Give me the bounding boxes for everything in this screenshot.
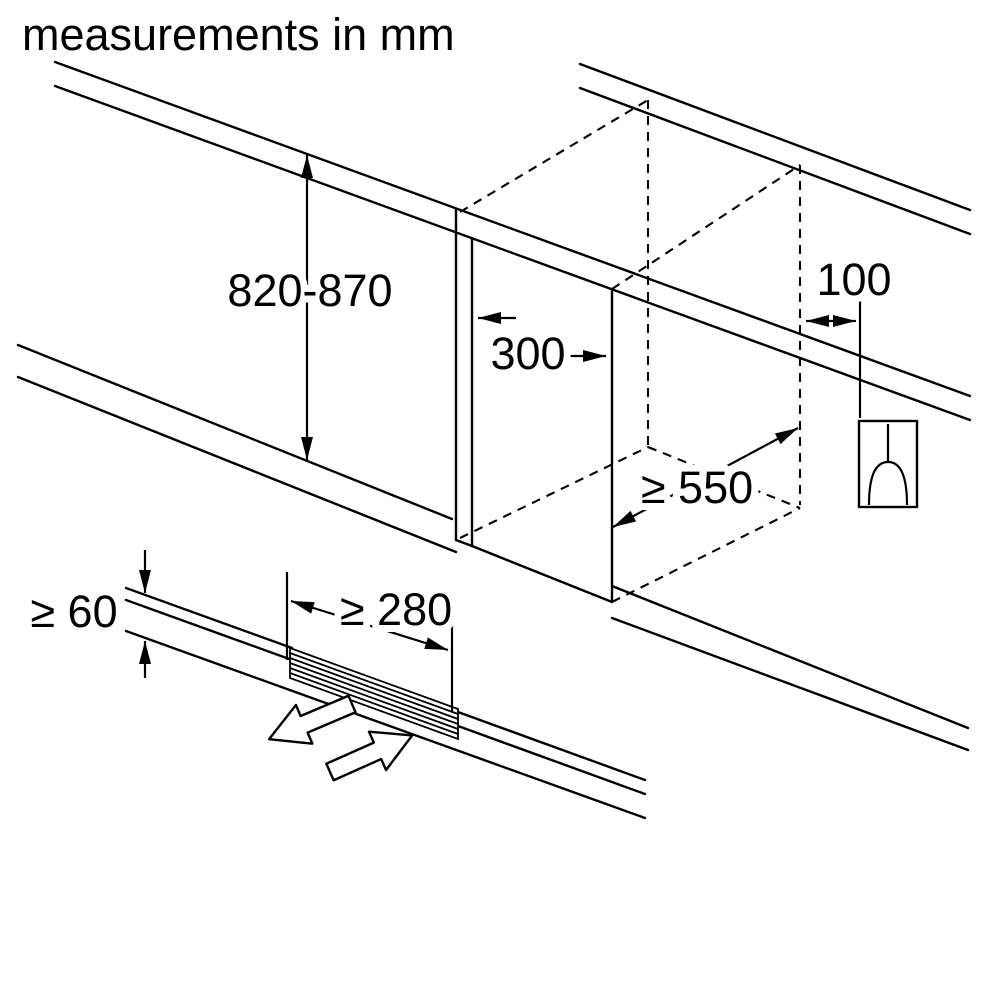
plinth-top-line-right (456, 710, 647, 782)
dimension-vent-width (285, 572, 454, 712)
wall-bottom-line (578, 86, 972, 236)
niche-top-left-depth-dashed (459, 99, 649, 213)
dimension-niche-width (478, 312, 606, 362)
plinth-second-line-left (124, 598, 294, 662)
vent-grille-stripe (289, 657, 459, 720)
dimension-labels: 820-870 300 100 ≥ 550 ≥ 60 ≥ 280 (23, 247, 898, 644)
label-vent-width: ≥ 280 (340, 584, 452, 635)
dimension-socket-distance (806, 300, 862, 418)
plinth-detail (124, 586, 647, 820)
label-socket-distance: 100 (816, 254, 891, 305)
floor-right-top-line (610, 584, 970, 730)
label-niche-depth: ≥ 550 (641, 462, 753, 513)
wall-back-edge (578, 62, 972, 236)
vent-grille-stripe (289, 662, 459, 725)
worktop-front-edge (53, 60, 972, 422)
floor-right-bottom-line (610, 616, 970, 752)
plinth-top-line-left (124, 586, 294, 650)
niche-bottom-right-depth-dashed (611, 507, 801, 603)
plinth-second-line-right (456, 724, 647, 796)
vent-grille-stripe (289, 652, 459, 715)
niche-front-outline (454, 207, 614, 604)
floor-left-top-line (16, 343, 454, 521)
label-niche-width: 300 (490, 328, 565, 379)
socket-glyph-arc (867, 460, 909, 506)
wall-top-line (578, 62, 972, 212)
depth-dimension-arrow (612, 427, 799, 528)
airflow-out-arrow (267, 694, 357, 745)
airflow-arrows (267, 694, 414, 782)
power-socket-icon (857, 419, 919, 509)
plinth-bottom-long-line (124, 629, 647, 820)
worktop-bottom-line (53, 84, 972, 422)
vent-grille-stripe (289, 667, 459, 730)
niche-bottom-front-line (470, 544, 614, 604)
airflow-in-arrow (325, 730, 414, 782)
niche-left-panel-bottom-line (454, 538, 474, 548)
niche-top-right-depth-dashed (611, 164, 801, 290)
diagram-title: measurements in mm (22, 9, 455, 60)
niche-bottom-left-depth-dashed (459, 446, 649, 539)
vent-grille (289, 646, 459, 741)
label-plinth-height: ≥ 60 (30, 586, 117, 637)
floor-left-bottom-line (16, 375, 458, 554)
label-niche-height: 820-870 (227, 265, 392, 316)
dimension-niche-depth (612, 427, 799, 528)
vent-width-arrow (290, 599, 449, 652)
vent-grille-stripe (289, 672, 459, 735)
worktop-top-line (53, 60, 972, 398)
niche-hidden-edges (459, 99, 802, 603)
floor-lines (16, 343, 970, 752)
